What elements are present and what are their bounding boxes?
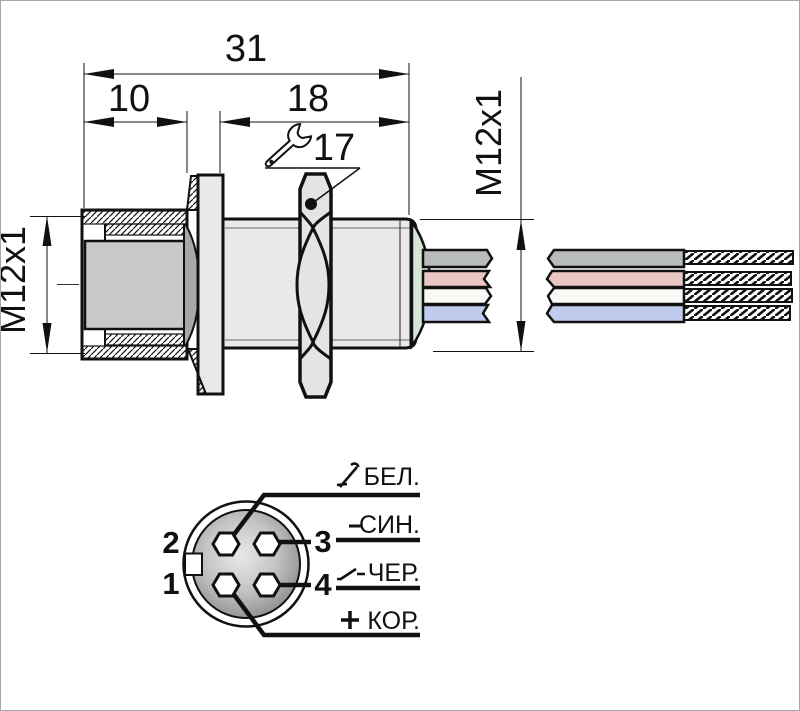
plus-icon: [341, 611, 359, 629]
wire-blue-2: [545, 303, 686, 324]
stripped-conductor: [683, 271, 792, 286]
dim-wrench-size: 17: [313, 127, 355, 169]
hex-nut: [295, 172, 333, 399]
stripped-conductor: [683, 250, 794, 265]
pin-wire-lines: [227, 492, 420, 638]
wire-black-2: [546, 248, 686, 269]
dim-rear-length: 18: [287, 78, 329, 120]
dim-overall-length: 31: [225, 28, 267, 70]
thread-hatch-top: [81, 210, 188, 225]
front-socket-section: [80, 208, 189, 361]
label-brown-wire: КОР.: [367, 607, 420, 635]
dim-front-length: 10: [108, 78, 150, 120]
pin-2: [211, 531, 241, 557]
dimensions: [30, 63, 534, 354]
wire-white-2: [546, 286, 686, 306]
pin-3: [252, 531, 282, 557]
thread-label-front: M12x1: [1, 226, 33, 334]
signal-symbols: [336, 462, 365, 629]
pin-4: [252, 572, 282, 598]
wires-at-connector: [421, 248, 494, 324]
line-pin1-brown: [227, 586, 420, 638]
arrowhead: [220, 117, 250, 127]
pin-1: [211, 572, 241, 598]
wrench-icon: [264, 123, 313, 168]
arrowhead: [84, 117, 114, 127]
wire-brown-2: [545, 269, 686, 289]
arrowhead: [516, 321, 526, 351]
pin2-number: 2: [162, 525, 179, 560]
switch-contact-icon: [337, 567, 365, 581]
connector-face-inner: [191, 509, 301, 619]
pin4-number: 4: [314, 567, 332, 602]
line-pin2-white: [227, 492, 420, 543]
pinout-view: 2 1 3 4 БЕЛ. СИН. ЧЕР. КОР.: [162, 462, 420, 638]
label-white-wire: БЕЛ.: [364, 463, 420, 491]
wire-black: [421, 248, 494, 269]
pin1-number: 1: [162, 566, 179, 601]
arrowhead: [379, 117, 409, 127]
pin3-number: 3: [314, 524, 331, 559]
wire-brown: [421, 269, 493, 289]
label-black-wire: ЧЕР.: [368, 559, 420, 587]
wire-white: [421, 286, 493, 306]
pins: [211, 531, 282, 598]
arrowhead: [379, 69, 409, 79]
thread-label-rear: M12x1: [468, 89, 509, 197]
keying-notch: [184, 552, 203, 576]
arrowhead: [42, 216, 52, 246]
arrowhead: [516, 220, 526, 250]
mounting-flange: [185, 173, 225, 396]
thread-hatch-bottom: [81, 345, 188, 360]
socket-cavity: [83, 239, 187, 331]
arrowhead: [84, 69, 114, 79]
connector-side-view: 31 10 18 17 M12x1 M12x1: [1, 28, 794, 399]
arrowhead: [42, 323, 52, 353]
stripped-conductor: [683, 288, 793, 303]
switch-contact-icon: [336, 462, 360, 488]
stripped-conductor: [683, 305, 791, 321]
label-blue-wire: СИН.: [359, 511, 420, 539]
arrowhead: [157, 117, 187, 127]
leader-dot: [305, 198, 317, 210]
wires-stripped-segment: [545, 248, 794, 324]
wire-blue: [421, 303, 492, 324]
